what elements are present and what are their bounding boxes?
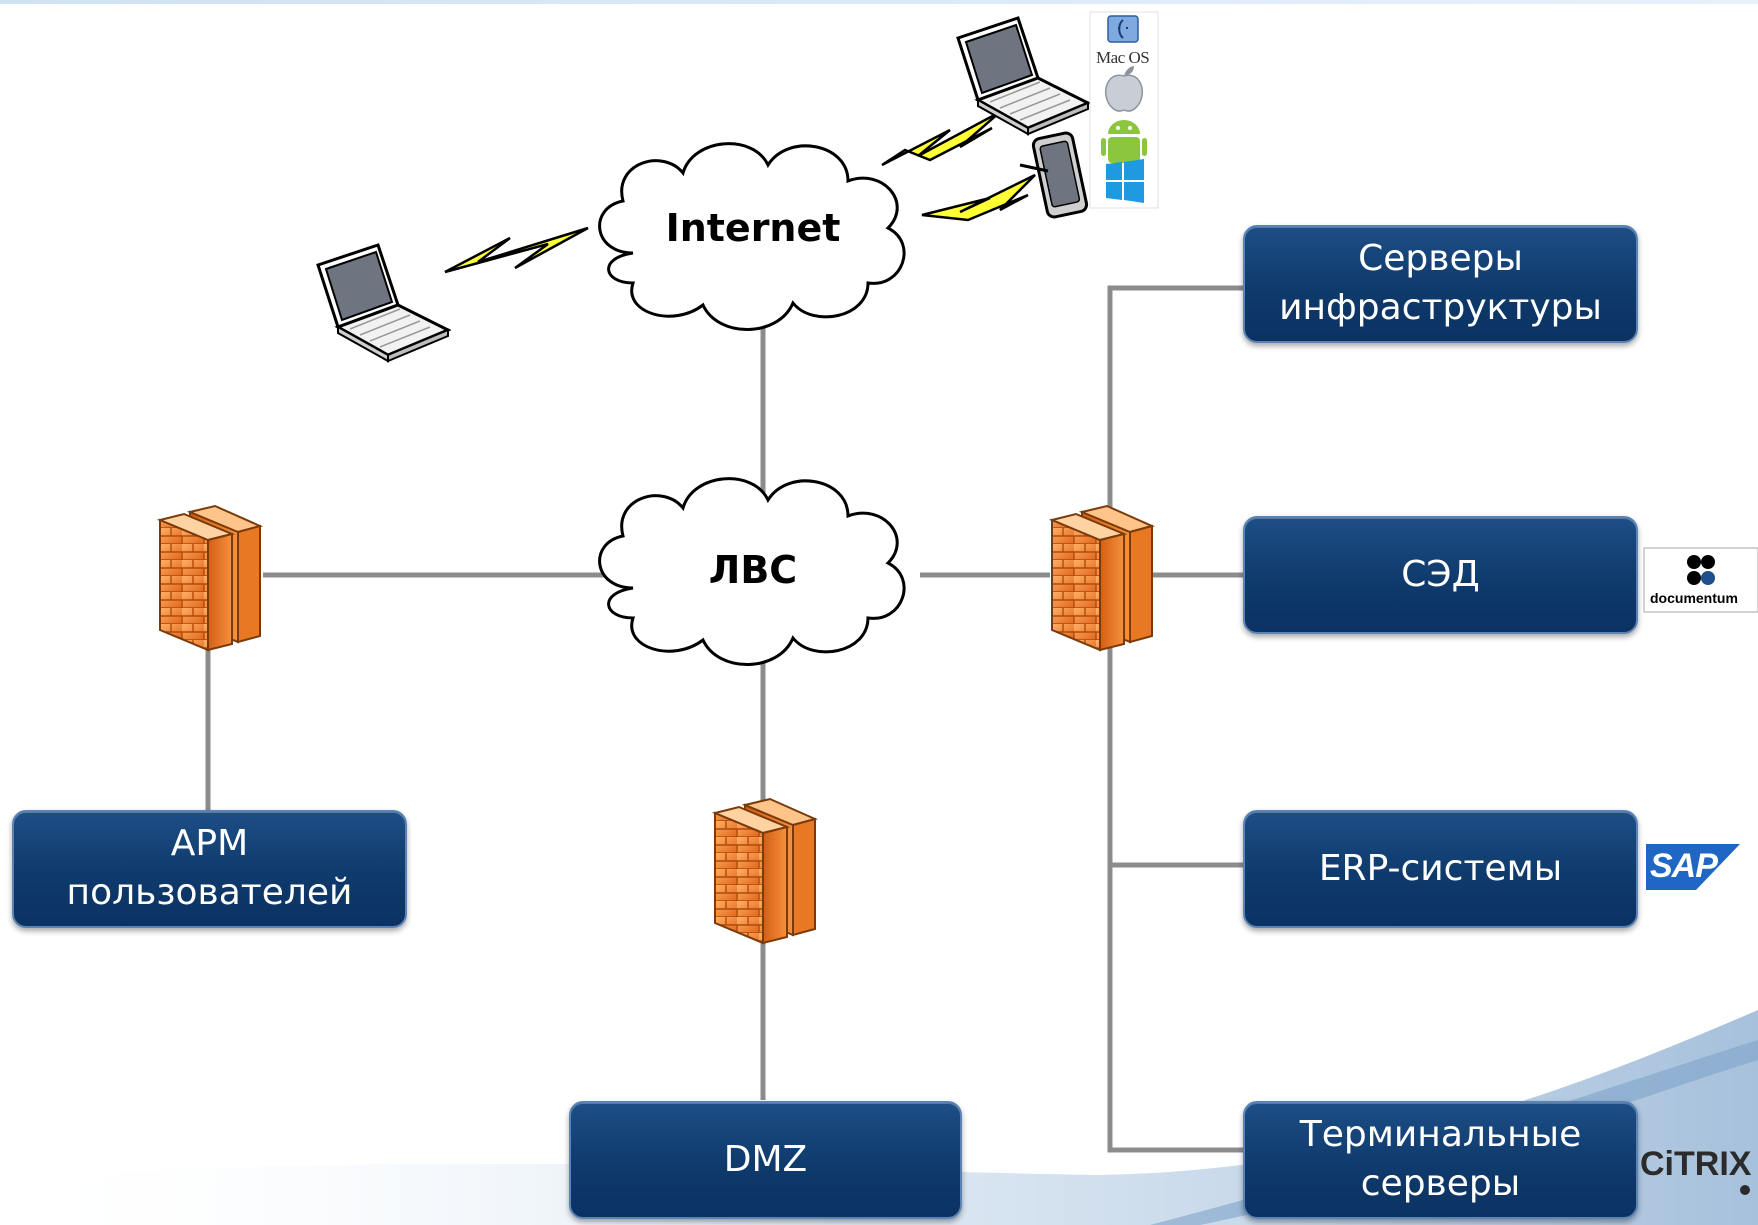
sap-logo-text: SAP [1650,847,1718,885]
documentum-logo-icon [1643,547,1758,613]
connection-lines [205,285,1243,1153]
macos-label: Mac OS [1096,48,1150,67]
macos-icon [1107,15,1139,43]
node-workstations[interactable]: АРМ пользователей [12,810,407,928]
top-accent-bar [0,0,1758,4]
windows-icon [1106,159,1144,203]
sap-logo-icon [1646,844,1740,890]
documentum-logo-text: documentum [1650,590,1738,606]
node-dmz[interactable]: DMZ [569,1101,962,1219]
wireless-links [444,110,1036,274]
firewall-left-icon [159,505,261,651]
firewall-right-icon [1051,505,1153,651]
node-erp[interactable]: ERP-системы [1243,810,1638,928]
firewall-dmz-icon [714,798,816,944]
citrix-logo-text: CiTRIX [1640,1145,1752,1183]
laptop-left-icon [316,243,450,363]
node-edms[interactable]: СЭД [1243,516,1638,634]
node-terminal-servers[interactable]: Терминальные серверы [1243,1101,1638,1219]
node-infra-servers[interactable]: Серверы инфраструктуры [1243,225,1638,343]
tablet-icon [1019,131,1089,219]
apple-icon [1104,66,1144,112]
lan-label: ЛВС [708,548,798,592]
internet-label: Internet [665,206,841,250]
android-icon [1101,120,1147,163]
laptop-top-icon [956,16,1090,136]
citrix-dot-icon [1740,1185,1750,1195]
